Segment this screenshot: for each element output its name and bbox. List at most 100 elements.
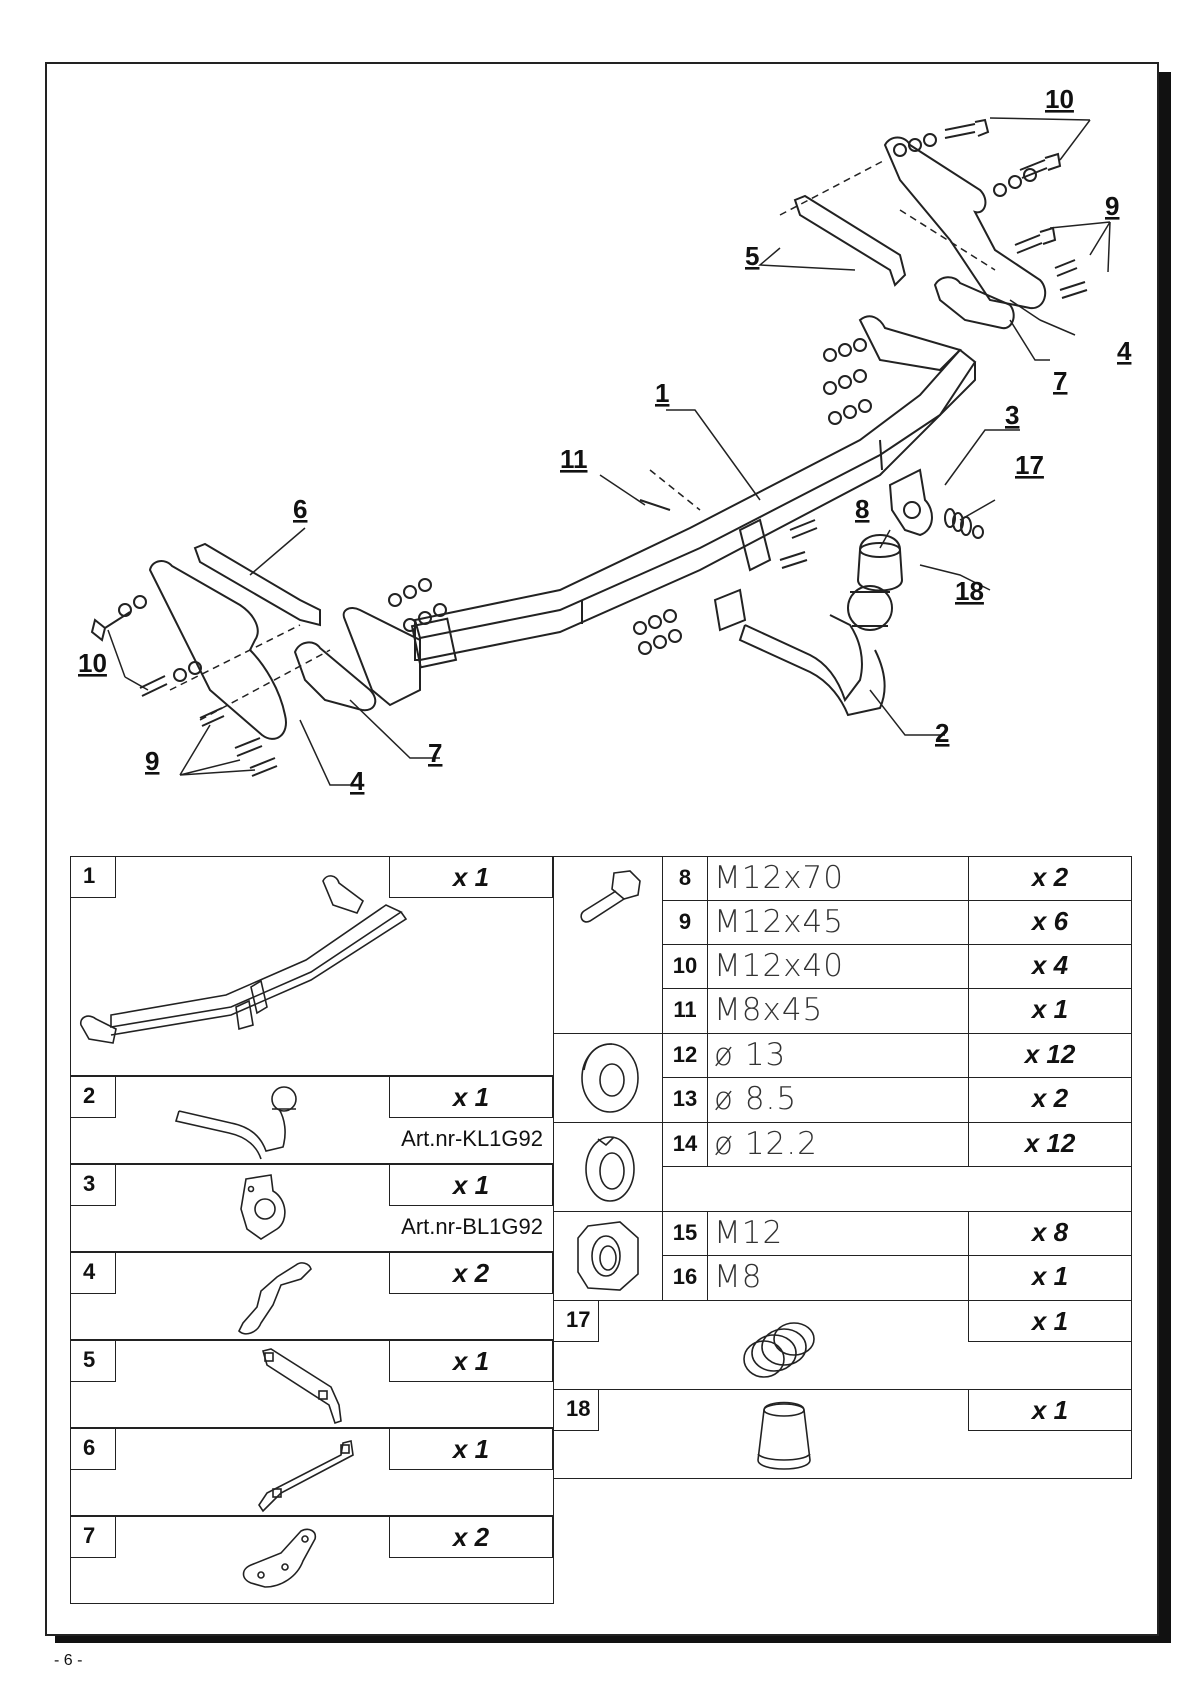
callout-17: 17 [1015, 450, 1044, 480]
part-16-quantity: x 1 [968, 1255, 1132, 1301]
spring-icon [743, 1322, 815, 1378]
callout-2: 2 [935, 718, 949, 748]
part-15-number: 15 [662, 1211, 708, 1256]
part-17-quantity: x 1 [968, 1300, 1132, 1342]
part-6-quantity: x 1 [389, 1428, 553, 1470]
part-16-number: 16 [662, 1255, 708, 1301]
callout-7-upper: 7 [1053, 366, 1067, 396]
part-3-drawing [888, 468, 933, 537]
part-6-number: 6 [70, 1428, 116, 1470]
callout-8: 8 [855, 494, 869, 524]
part-3-number: 3 [70, 1164, 116, 1206]
part-10-number: 10 [662, 944, 708, 989]
part-8-spec: M12x70 [707, 856, 969, 901]
part-4-quantity: x 2 [389, 1252, 553, 1294]
page-shadow-bottom [55, 1632, 1171, 1643]
part-12-number: 12 [662, 1033, 708, 1078]
part-5-number: 5 [70, 1340, 116, 1382]
part-9-number: 9 [662, 900, 708, 945]
part-1-row: 1 x 1 [70, 856, 554, 1076]
part-2-quantity: x 1 [389, 1076, 553, 1118]
part-6-row: 6 x 1 [70, 1428, 554, 1516]
bolt-icon [580, 870, 641, 923]
part-10-spec: M12x40 [707, 944, 969, 989]
part-15-quantity: x 8 [968, 1211, 1132, 1256]
part-14-number: 14 [662, 1122, 708, 1167]
tow-bar-crossmember-icon [79, 875, 408, 1044]
flat-washer-icon [581, 1043, 639, 1113]
callout-7-lower: 7 [428, 738, 442, 768]
part-5-drawing [793, 194, 907, 287]
part-14-quantity: x 12 [968, 1122, 1132, 1167]
page-shadow-right [1159, 72, 1171, 1640]
bolt-icon-cell [553, 856, 663, 1034]
support-strip-icon [258, 1440, 354, 1513]
part-13-quantity: x 2 [968, 1077, 1132, 1123]
part-4-upper-drawing [883, 136, 1047, 310]
exploded-assembly-diagram: 1 2 3 4 4 5 6 7 7 8 9 9 10 10 11 17 18 [78, 84, 1132, 796]
part-13-spec: ø 8.5 [707, 1077, 969, 1123]
part-5-row: 5 x 1 [70, 1340, 554, 1428]
part-4-number: 4 [70, 1252, 116, 1294]
reinforcement-plate-icon [242, 1528, 317, 1588]
part-7-row: 7 x 2 [70, 1516, 554, 1604]
part-10-quantity: x 4 [968, 944, 1132, 989]
callout-18: 18 [955, 576, 984, 606]
part-8-quantity: x 2 [968, 856, 1132, 901]
part-11-number: 11 [662, 988, 708, 1034]
part-2-number: 2 [70, 1076, 116, 1118]
part-14-spec: ø 12.2 [707, 1122, 969, 1167]
part-18-drawing [856, 534, 904, 592]
ball-cover-cap-icon [757, 1401, 811, 1470]
callout-4-lower: 4 [350, 766, 365, 796]
part-7-number: 7 [70, 1516, 116, 1558]
part-17-number: 17 [553, 1300, 599, 1342]
callout-9-lower: 9 [145, 746, 159, 776]
flat-washer-icon-cell [553, 1033, 663, 1123]
callout-1: 1 [655, 378, 669, 408]
callout-4-upper: 4 [1117, 336, 1132, 366]
nut-icon-cell [553, 1211, 663, 1301]
part-1-number: 1 [70, 856, 116, 898]
callout-5: 5 [745, 241, 759, 271]
part-11-spec: M8x45 [707, 988, 969, 1034]
part-3-quantity: x 1 [389, 1164, 553, 1206]
part-4-row: 4 x 2 [70, 1252, 554, 1340]
part-7-quantity: x 2 [389, 1516, 553, 1558]
part-7-lower-drawing [293, 641, 377, 712]
part-2-row: 2 x 1 Art.nr-KL1G92 [70, 1076, 554, 1164]
part-15-spec: M12 [707, 1211, 969, 1256]
hex-nut-icon [577, 1221, 639, 1291]
callout-3: 3 [1005, 400, 1019, 430]
part-17-row: 17 x 1 [553, 1300, 1132, 1390]
empty-spacer-cell [662, 1166, 1132, 1212]
part-5-quantity: x 1 [389, 1340, 553, 1382]
part-1-quantity: x 1 [389, 856, 553, 898]
spring-washer-icon [585, 1136, 635, 1202]
callout-10-lower: 10 [78, 648, 107, 678]
spring-washer-icon-cell [553, 1122, 663, 1212]
crossbar-drawing [342, 315, 977, 707]
part-3-row: 3 x 1 Art.nr-BL1G92 [70, 1164, 554, 1252]
part-16-spec: M8 [707, 1255, 969, 1301]
page-number: - 6 - [54, 1652, 83, 1669]
support-strip-icon [262, 1348, 342, 1425]
part-8-number: 8 [662, 856, 708, 901]
bolts-group [90, 118, 1088, 777]
part-4-lower-drawing [148, 560, 287, 740]
callout-10-upper: 10 [1045, 84, 1074, 114]
side-bracket-icon [238, 1262, 312, 1335]
callout-6: 6 [293, 494, 307, 524]
part-12-spec: ø 13 [707, 1033, 969, 1078]
part-18-number: 18 [553, 1389, 599, 1431]
part-7-upper-drawing [933, 276, 1015, 330]
part-18-row: 18 x 1 [553, 1389, 1132, 1479]
part-11-quantity: x 1 [968, 988, 1132, 1034]
callout-11: 11 [560, 444, 588, 474]
part-3-article-number: Art.nr-BL1G92 [401, 1214, 543, 1239]
part-9-spec: M12x45 [707, 900, 969, 945]
part-2-article-number: Art.nr-KL1G92 [401, 1126, 543, 1151]
part-18-quantity: x 1 [968, 1389, 1132, 1431]
part-6-drawing [193, 542, 321, 627]
part-17-drawing [944, 508, 984, 539]
